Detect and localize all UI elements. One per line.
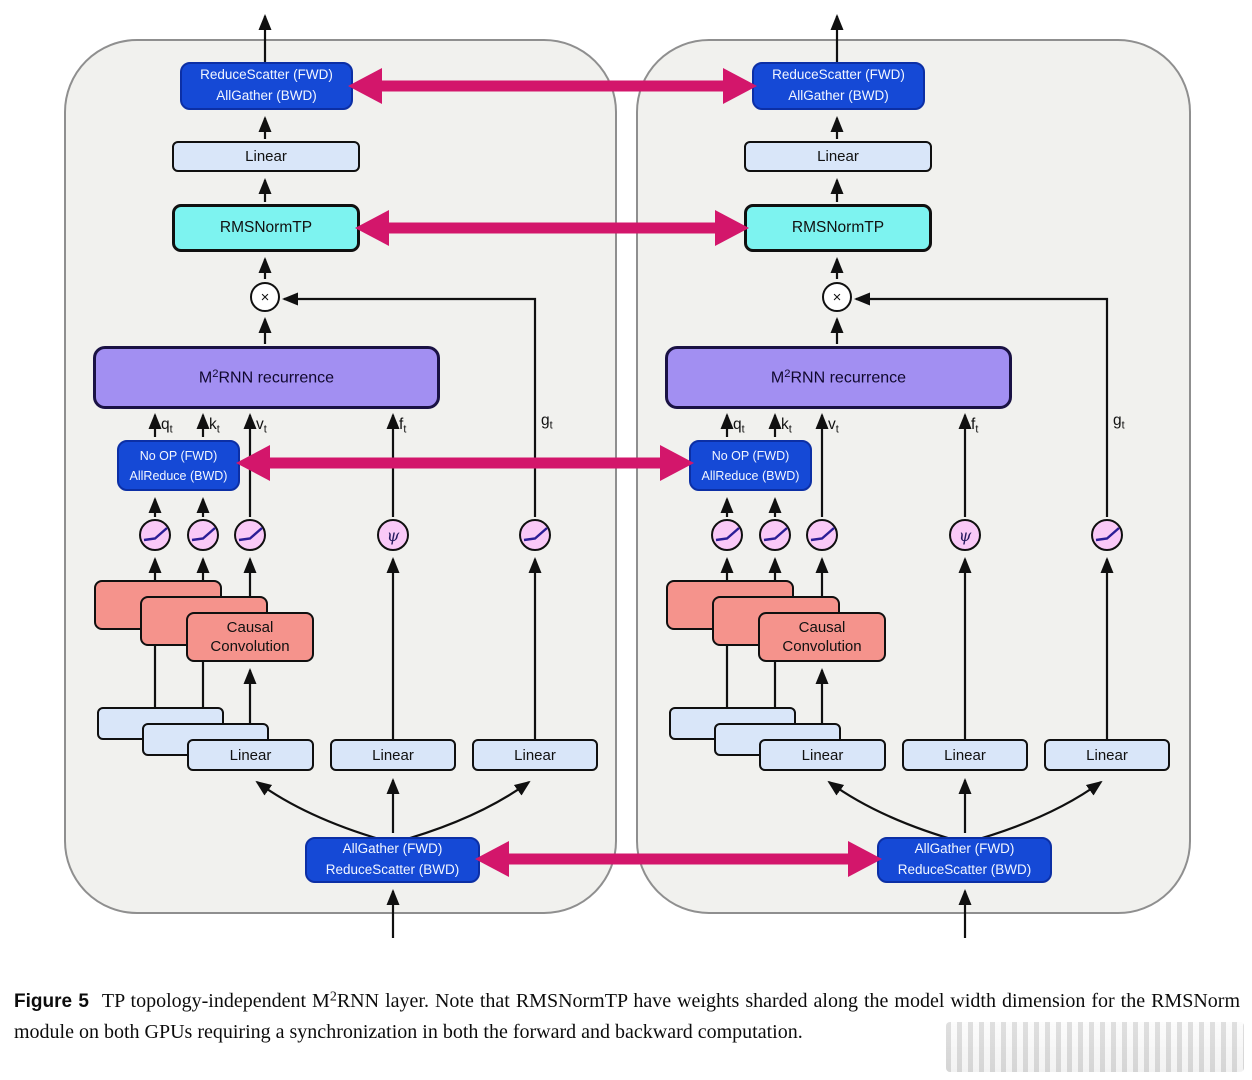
linear-label: Linear	[514, 746, 556, 764]
activation-curve-icon	[191, 526, 216, 541]
causal-line1: Causal	[226, 618, 274, 636]
collective-line1: ReduceScatter (FWD)	[772, 67, 905, 83]
rmsnorm-label: RMSNormTP	[219, 219, 313, 236]
linear-label: Linear	[1086, 746, 1128, 764]
causal-line1: Causal	[798, 618, 846, 636]
watermark-smear	[946, 1022, 1244, 1072]
figure-caption-label: Figure 5	[14, 991, 89, 1012]
collective-line2: AllReduce (BWD)	[701, 468, 800, 483]
gate-label-g: gt	[1113, 412, 1125, 432]
activation-curve-icon	[523, 526, 548, 541]
output-linear-box: Linear	[172, 141, 360, 172]
input-linear-f-box: Linear	[902, 739, 1028, 771]
activation-node-q	[139, 519, 171, 551]
collective-line2: AllGather (BWD)	[216, 88, 317, 103]
linear-label: Linear	[245, 148, 287, 165]
activation-node-v	[234, 519, 266, 551]
gate-label-f: ft	[399, 416, 407, 436]
gpu-panel-left: ReduceScatter (FWD) AllGather (BWD) Line…	[65, 40, 618, 913]
linear-label: Linear	[817, 148, 859, 165]
gate-label-q: qt	[733, 416, 745, 436]
gate-label-f: ft	[971, 416, 979, 436]
psi-icon: ψ	[958, 525, 972, 545]
m2rnn-recurrence-box: M2RNN recurrence	[93, 346, 440, 409]
psi-node-f: ψ	[949, 519, 981, 551]
activation-curve-icon	[238, 526, 263, 541]
input-linear-f-box: Linear	[330, 739, 456, 771]
recurrence-label: M2RNN recurrence	[770, 367, 907, 387]
rmsnorm-tp-box: RMSNormTP	[172, 204, 360, 252]
activation-node-g	[1091, 519, 1123, 551]
activation-curve-icon	[715, 526, 740, 541]
linear-label: Linear	[229, 746, 272, 764]
psi-node-f: ψ	[377, 519, 409, 551]
reduce-scatter-allgather-box: ReduceScatter (FWD) AllGather (BWD)	[752, 62, 925, 110]
activation-curve-icon	[143, 526, 168, 541]
multiply-icon: ×	[260, 288, 270, 306]
gate-label-k: kt	[209, 416, 220, 436]
recurrence-label: M2RNN recurrence	[198, 367, 335, 387]
gate-label-q: qt	[161, 416, 173, 436]
activation-node-v	[806, 519, 838, 551]
gate-label-v: vt	[828, 416, 839, 436]
linear-label: Linear	[372, 746, 414, 764]
collective-line2: AllGather (BWD)	[788, 88, 889, 103]
noop-allreduce-box: No OP (FWD) AllReduce (BWD)	[117, 440, 240, 491]
gate-label-g: gt	[541, 412, 553, 432]
input-linear-g-box: Linear	[1044, 739, 1170, 771]
collective-line2: ReduceScatter (BWD)	[325, 862, 460, 877]
activation-curve-icon	[1095, 526, 1120, 541]
gate-label-v: vt	[256, 416, 267, 436]
m2rnn-recurrence-box: M2RNN recurrence	[665, 346, 1012, 409]
activation-node-q	[711, 519, 743, 551]
collective-line1: No OP (FWD)	[139, 448, 218, 463]
linear-label: Linear	[801, 746, 844, 764]
activation-node-k	[759, 519, 791, 551]
collective-line2: AllReduce (BWD)	[129, 468, 228, 483]
activation-curve-icon	[763, 526, 788, 541]
causal-line2: Convolution	[210, 638, 290, 655]
causal-convolution-box: Causal Convolution	[758, 612, 886, 662]
collective-line1: AllGather (FWD)	[342, 841, 443, 857]
input-linear-qkv-box: Linear	[759, 739, 886, 771]
rmsnorm-tp-box: RMSNormTP	[744, 204, 932, 252]
gpu-panel-right: ReduceScatter (FWD) AllGather (BWD) Line…	[637, 40, 1190, 913]
allgather-reducescatter-box: AllGather (FWD) ReduceScatter (BWD)	[305, 837, 480, 883]
figure-caption-text: TP topology-independent M2RNN layer. Not…	[14, 989, 1240, 1043]
noop-allreduce-box: No OP (FWD) AllReduce (BWD)	[689, 440, 812, 491]
collective-line1: AllGather (FWD)	[914, 841, 1015, 857]
linear-label: Linear	[944, 746, 986, 764]
multiply-icon: ×	[832, 288, 842, 306]
output-linear-box: Linear	[744, 141, 932, 172]
input-linear-qkv-box: Linear	[187, 739, 314, 771]
causal-line2: Convolution	[782, 638, 862, 655]
reduce-scatter-allgather-box: ReduceScatter (FWD) AllGather (BWD)	[180, 62, 353, 110]
multiply-node: ×	[250, 282, 280, 312]
allgather-reducescatter-box: AllGather (FWD) ReduceScatter (BWD)	[877, 837, 1052, 883]
activation-node-g	[519, 519, 551, 551]
causal-convolution-box: Causal Convolution	[186, 612, 314, 662]
input-linear-g-box: Linear	[472, 739, 598, 771]
psi-icon: ψ	[386, 525, 400, 545]
collective-line1: No OP (FWD)	[711, 448, 790, 463]
gate-label-k: kt	[781, 416, 792, 436]
collective-line1: ReduceScatter (FWD)	[200, 67, 333, 83]
rmsnorm-label: RMSNormTP	[791, 219, 885, 236]
multiply-node: ×	[822, 282, 852, 312]
activation-curve-icon	[810, 526, 835, 541]
activation-node-k	[187, 519, 219, 551]
collective-line2: ReduceScatter (BWD)	[897, 862, 1032, 877]
